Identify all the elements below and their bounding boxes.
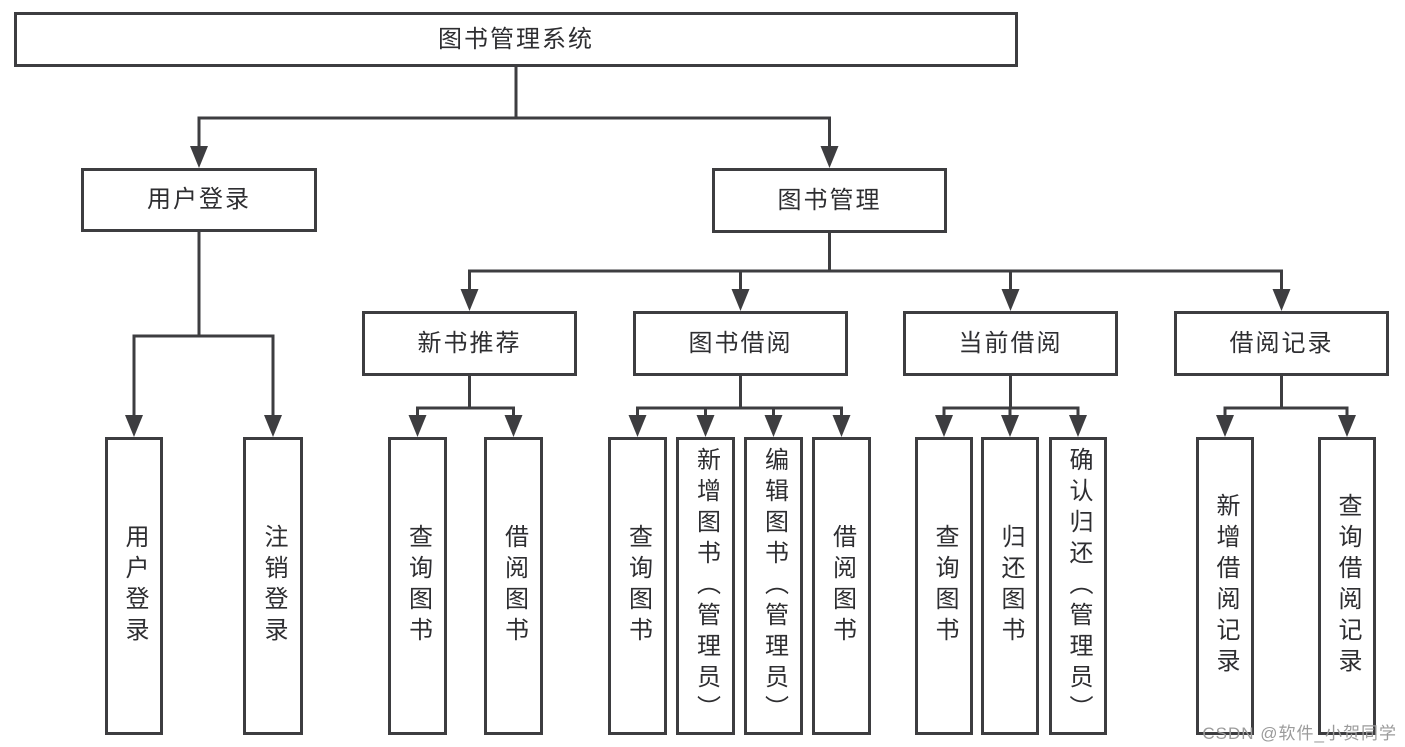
node-book-mgmt: 图书管理 — [712, 168, 947, 233]
arrowhead-icon — [408, 415, 427, 437]
node-new-book-rec: 新书推荐 — [362, 311, 577, 376]
node-leaf-query-book-1: 查询图书 — [388, 437, 447, 735]
node-leaf-query-book-3: 查询图书 — [915, 437, 973, 735]
arrowhead-icon — [125, 415, 143, 437]
arrowhead-icon — [190, 146, 208, 168]
arrowhead-icon — [1338, 415, 1356, 437]
node-leaf-query-record: 查询借阅记录 — [1318, 437, 1376, 735]
arrowhead-icon — [1001, 415, 1019, 437]
arrowhead-icon — [1272, 289, 1291, 311]
node-root: 图书管理系统 — [14, 12, 1018, 67]
arrowhead-icon — [764, 415, 783, 437]
arrowhead-icon — [1001, 289, 1020, 311]
arrowhead-icon — [820, 146, 839, 168]
node-leaf-logout: 注销登录 — [243, 437, 303, 735]
node-leaf-confirm-return: 确认归还（管理员） — [1049, 437, 1107, 735]
node-user-login: 用户登录 — [81, 168, 317, 232]
arrowhead-icon — [935, 415, 953, 437]
node-leaf-borrow-book-2: 借阅图书 — [812, 437, 871, 735]
arrowhead-icon — [731, 289, 750, 311]
node-borrow-records: 借阅记录 — [1174, 311, 1389, 376]
node-current-borrow: 当前借阅 — [903, 311, 1118, 376]
arrowhead-icon — [832, 415, 851, 437]
arrowhead-icon — [264, 415, 282, 437]
arrowhead-icon — [504, 415, 523, 437]
arrowhead-icon — [1069, 415, 1087, 437]
node-leaf-borrow-book-1: 借阅图书 — [484, 437, 543, 735]
arrowhead-icon — [696, 415, 715, 437]
watermark: CSDN @软件_小贺同学 — [1202, 724, 1397, 743]
node-leaf-edit-book: 编辑图书（管理员） — [744, 437, 803, 735]
arrowhead-icon — [460, 289, 479, 311]
arrowhead-icon — [628, 415, 647, 437]
node-book-borrow: 图书借阅 — [633, 311, 848, 376]
node-leaf-user-login: 用户登录 — [105, 437, 163, 735]
arrowhead-icon — [1216, 415, 1234, 437]
node-leaf-return-book: 归还图书 — [981, 437, 1039, 735]
node-leaf-query-book-2: 查询图书 — [608, 437, 667, 735]
node-leaf-add-book: 新增图书（管理员） — [676, 437, 735, 735]
node-leaf-add-record: 新增借阅记录 — [1196, 437, 1254, 735]
